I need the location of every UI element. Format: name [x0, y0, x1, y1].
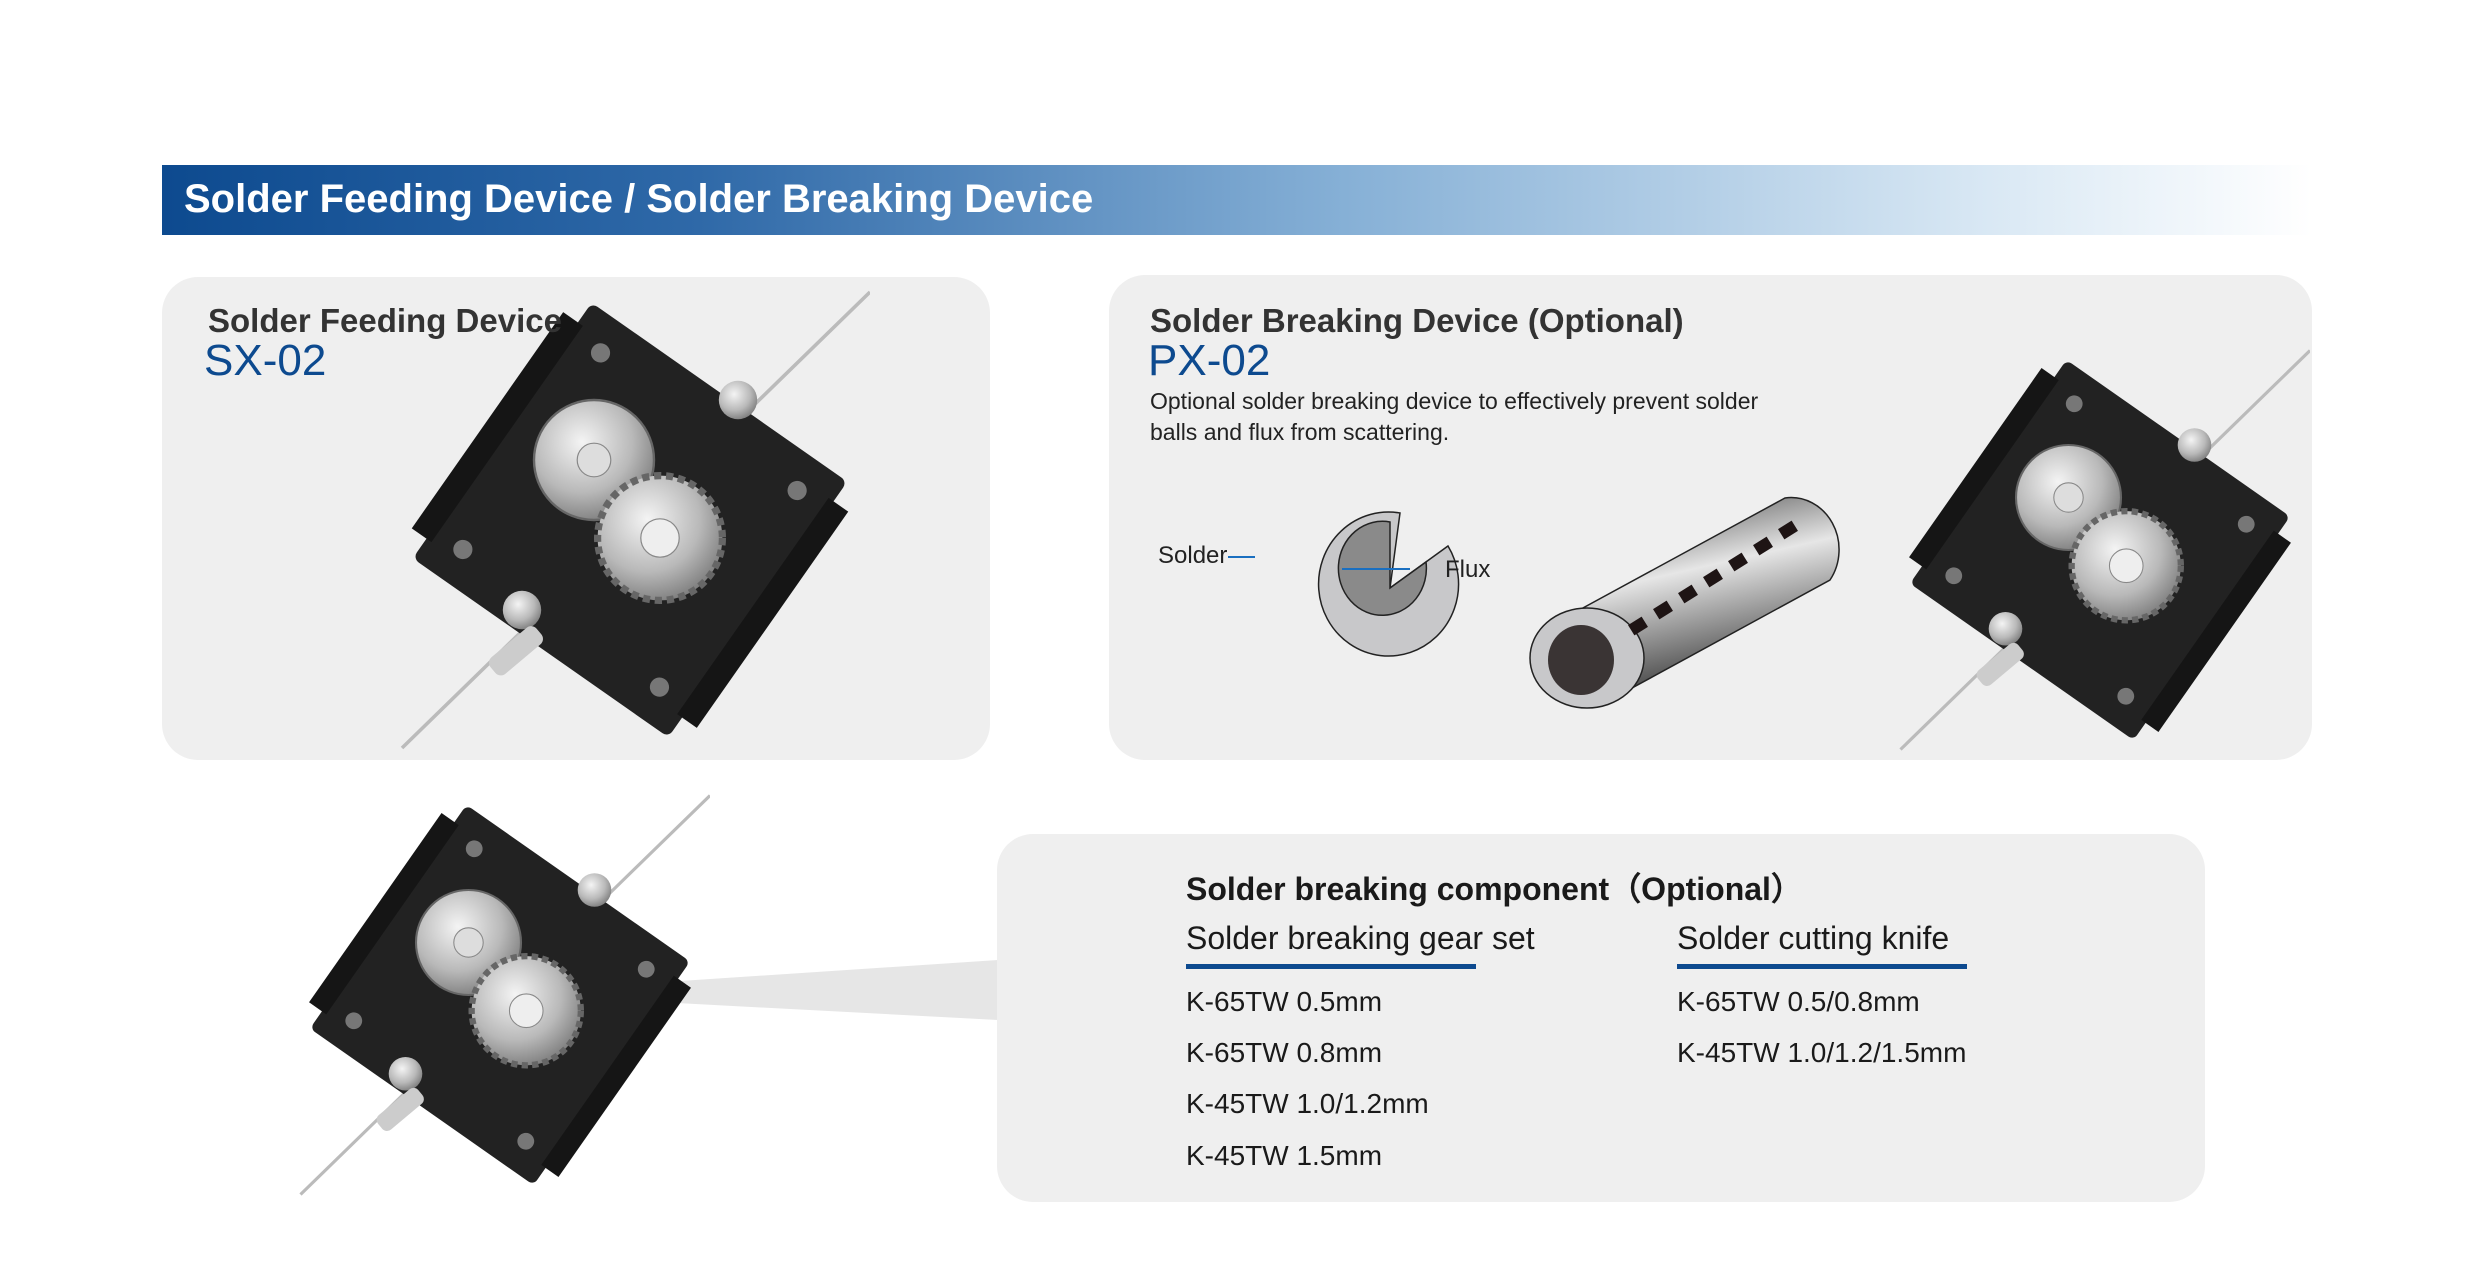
solder-label: Solder [1158, 542, 1228, 569]
breaking-device-title: Solder Breaking Device (Optional) [1150, 302, 1684, 339]
banner-title: Solder Feeding Device / Solder Breaking … [184, 177, 1094, 221]
feeding-device-title: Solder Feeding Device [208, 302, 562, 339]
feeding-device-model: SX-02 [204, 336, 327, 385]
cutting-knife-underline [1677, 964, 1967, 969]
cutting-knife-item: K-45TW 1.0/1.2/1.5mm [1677, 1037, 1967, 1068]
breaking-component-image [290, 785, 998, 1205]
gear-set-item: K-45TW 1.5mm [1186, 1140, 1383, 1171]
flux-label: Flux [1445, 556, 1491, 583]
gear-set-underline [1186, 964, 1476, 969]
solder-cross-section-diagram [1228, 496, 1840, 709]
gear-set-item: K-45TW 1.0/1.2mm [1186, 1088, 1429, 1119]
cutting-knife-item: K-65TW 0.5/0.8mm [1677, 986, 1920, 1017]
zoom-callout [620, 960, 998, 1020]
breaking-device-model: PX-02 [1148, 336, 1271, 385]
gear-set-item: K-65TW 0.8mm [1186, 1037, 1383, 1068]
cored-solder-cylinder [1529, 496, 1840, 709]
component-title: Solder breaking component（Optional） [1186, 871, 1803, 907]
breaking-device-image [1890, 340, 2310, 760]
gear-set-item: K-65TW 0.5mm [1186, 986, 1383, 1017]
section-banner: Solder Feeding Device / Solder Breaking … [162, 165, 2312, 235]
breaking-device-description-2: balls and flux from scattering. [1150, 419, 1450, 445]
feeding-device-image [350, 280, 920, 760]
breaking-component-panel [997, 834, 2205, 1202]
breaking-device-description-1: Optional solder breaking device to effec… [1150, 388, 1759, 414]
cutting-knife-heading: Solder cutting knife [1677, 920, 1950, 956]
gear-set-heading: Solder breaking gear set [1186, 920, 1535, 956]
